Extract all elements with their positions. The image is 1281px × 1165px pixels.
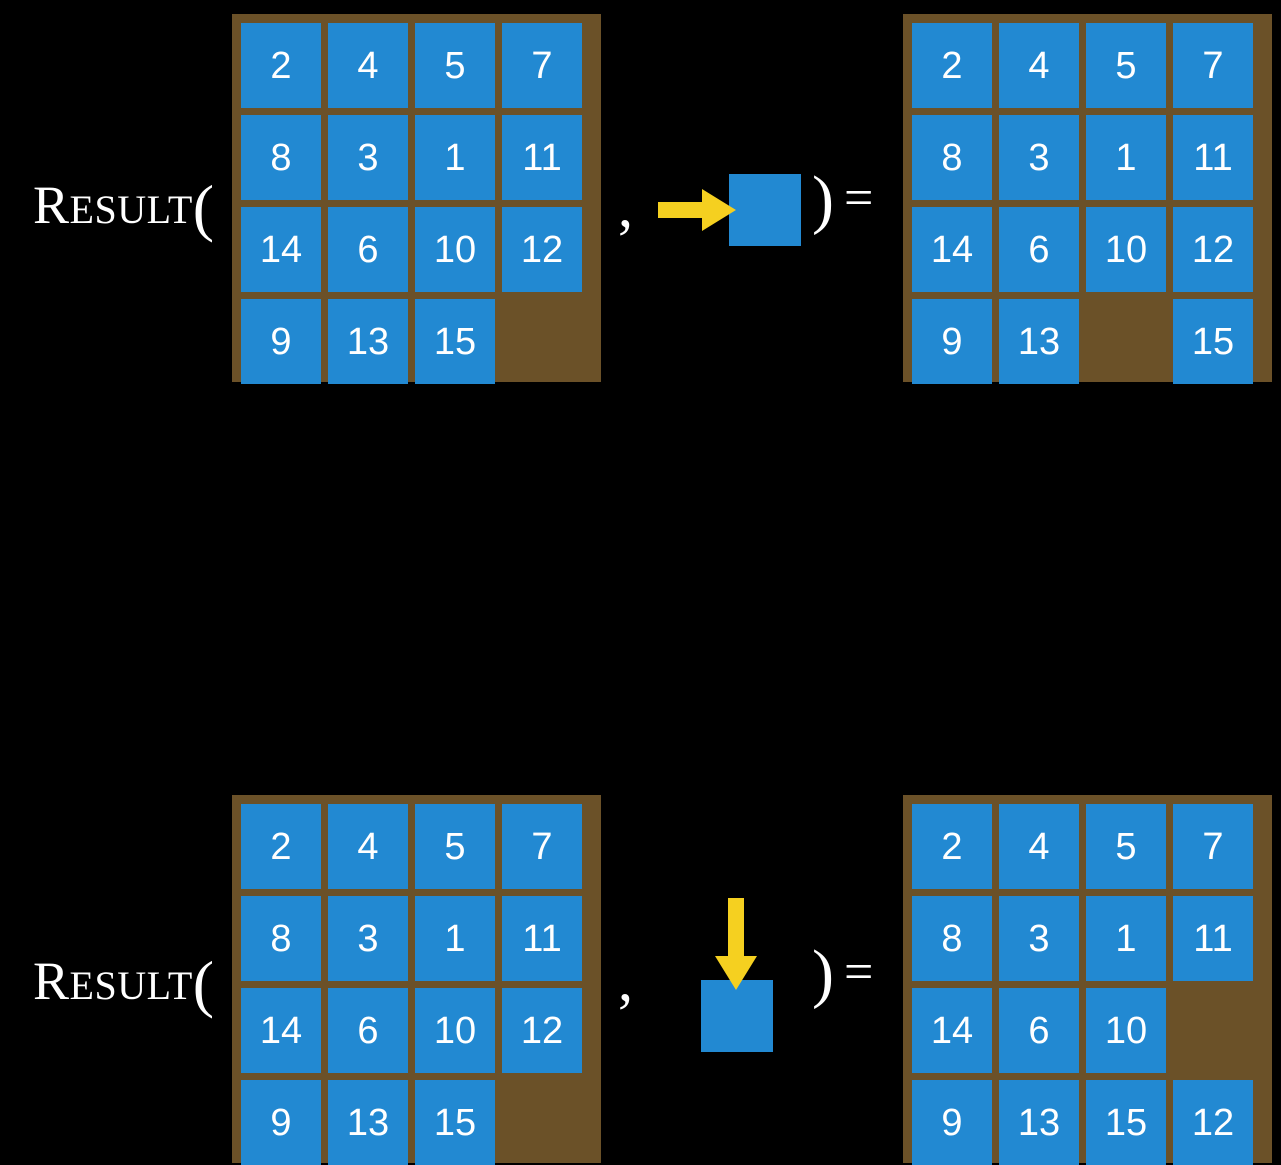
tile[interactable]: 4: [328, 804, 408, 889]
tile[interactable]: 13: [328, 1080, 408, 1165]
tile[interactable]: 13: [999, 299, 1079, 384]
tile[interactable]: 10: [415, 207, 495, 292]
tile[interactable]: 1: [415, 896, 495, 981]
tile[interactable]: 13: [328, 299, 408, 384]
input-board-row-1: 2 4 5 7 8 3 1 11 14 6 10 12 9 13 15: [232, 14, 601, 384]
tile[interactable]: 7: [1173, 804, 1253, 889]
tile[interactable]: 9: [912, 299, 992, 384]
close-paren-row-1: ): [812, 163, 834, 236]
tile[interactable]: 6: [328, 988, 408, 1073]
tile[interactable]: 1: [1086, 896, 1166, 981]
result-function-label-row-2: RESULT(: [33, 946, 215, 1016]
arrow-down-icon: [715, 898, 757, 990]
blank-slot[interactable]: [502, 1080, 582, 1165]
tile[interactable]: 8: [241, 896, 321, 981]
argument-separator-row-1: ,: [618, 173, 633, 239]
move-glyph-row-1: [655, 168, 805, 258]
tile[interactable]: 6: [328, 207, 408, 292]
close-paren-row-2: ): [812, 937, 834, 1010]
tile[interactable]: 12: [1173, 207, 1253, 292]
move-target-square-row-1: [729, 174, 801, 246]
argument-separator-row-2: ,: [618, 947, 633, 1013]
equation-row-2: RESULT( 2 4 5 7 8 3 1 11 14 6 10 12 9 13…: [0, 390, 1281, 1165]
result-label-initial: R: [33, 175, 70, 235]
tile[interactable]: 6: [999, 988, 1079, 1073]
tile[interactable]: 6: [999, 207, 1079, 292]
tile[interactable]: 8: [912, 115, 992, 200]
tile[interactable]: 7: [502, 804, 582, 889]
equals-sign-row-2: =: [843, 944, 874, 1001]
tile[interactable]: 14: [241, 988, 321, 1073]
tile[interactable]: 12: [502, 207, 582, 292]
tile[interactable]: 9: [241, 1080, 321, 1165]
tile[interactable]: 15: [1173, 299, 1253, 384]
result-label-rest: ESULT: [69, 963, 193, 1008]
tile[interactable]: 10: [415, 988, 495, 1073]
tile[interactable]: 9: [241, 299, 321, 384]
blank-slot[interactable]: [1086, 299, 1166, 384]
tile[interactable]: 9: [912, 1080, 992, 1165]
tile[interactable]: 2: [241, 23, 321, 108]
tile[interactable]: 8: [241, 115, 321, 200]
tile[interactable]: 15: [1086, 1080, 1166, 1165]
blank-slot[interactable]: [1173, 988, 1253, 1073]
tile[interactable]: 14: [912, 207, 992, 292]
tile[interactable]: 5: [1086, 23, 1166, 108]
tile[interactable]: 5: [415, 804, 495, 889]
result-label-rest: ESULT: [69, 187, 193, 232]
tile[interactable]: 2: [912, 23, 992, 108]
tile[interactable]: 1: [1086, 115, 1166, 200]
tile[interactable]: 3: [999, 896, 1079, 981]
tile[interactable]: 3: [328, 115, 408, 200]
tile[interactable]: 12: [1173, 1080, 1253, 1165]
tile[interactable]: 11: [502, 896, 582, 981]
equation-row-1: RESULT( 2 4 5 7 8 3 1 11 14 6 10 12 9 13…: [0, 0, 1281, 390]
arrow-right-icon: [658, 189, 736, 231]
open-paren-row-1: (: [192, 172, 215, 243]
tile[interactable]: 2: [912, 804, 992, 889]
tile[interactable]: 12: [502, 988, 582, 1073]
tile[interactable]: 7: [502, 23, 582, 108]
tile[interactable]: 14: [912, 988, 992, 1073]
equals-sign-row-1: =: [843, 170, 874, 227]
output-board-row-2: 2 4 5 7 8 3 1 11 14 6 10 9 13 15 12: [903, 795, 1272, 1165]
tile[interactable]: 8: [912, 896, 992, 981]
tile[interactable]: 10: [1086, 988, 1166, 1073]
tile[interactable]: 4: [328, 23, 408, 108]
tile[interactable]: 15: [415, 1080, 495, 1165]
move-target-square-row-2: [701, 980, 773, 1052]
close-and-equals-row-2: )=: [812, 941, 873, 1007]
tile[interactable]: 11: [1173, 115, 1253, 200]
result-label-initial: R: [33, 951, 70, 1011]
tile[interactable]: 3: [328, 896, 408, 981]
input-board-row-2: 2 4 5 7 8 3 1 11 14 6 10 12 9 13 15: [232, 795, 601, 1165]
tile[interactable]: 2: [241, 804, 321, 889]
tile[interactable]: 4: [999, 23, 1079, 108]
tile[interactable]: 5: [1086, 804, 1166, 889]
close-and-equals-row-1: )=: [812, 167, 873, 233]
tile[interactable]: 11: [1173, 896, 1253, 981]
move-glyph-row-2: [655, 890, 805, 1060]
tile[interactable]: 5: [415, 23, 495, 108]
tile[interactable]: 10: [1086, 207, 1166, 292]
tile[interactable]: 11: [502, 115, 582, 200]
tile[interactable]: 4: [999, 804, 1079, 889]
tile[interactable]: 13: [999, 1080, 1079, 1165]
tile[interactable]: 7: [1173, 23, 1253, 108]
result-function-label-row-1: RESULT(: [33, 170, 215, 240]
blank-slot[interactable]: [502, 299, 582, 384]
output-board-row-1: 2 4 5 7 8 3 1 11 14 6 10 12 9 13 15: [903, 14, 1272, 384]
tile[interactable]: 1: [415, 115, 495, 200]
tile[interactable]: 15: [415, 299, 495, 384]
tile[interactable]: 3: [999, 115, 1079, 200]
tile[interactable]: 14: [241, 207, 321, 292]
open-paren-row-2: (: [192, 948, 215, 1019]
